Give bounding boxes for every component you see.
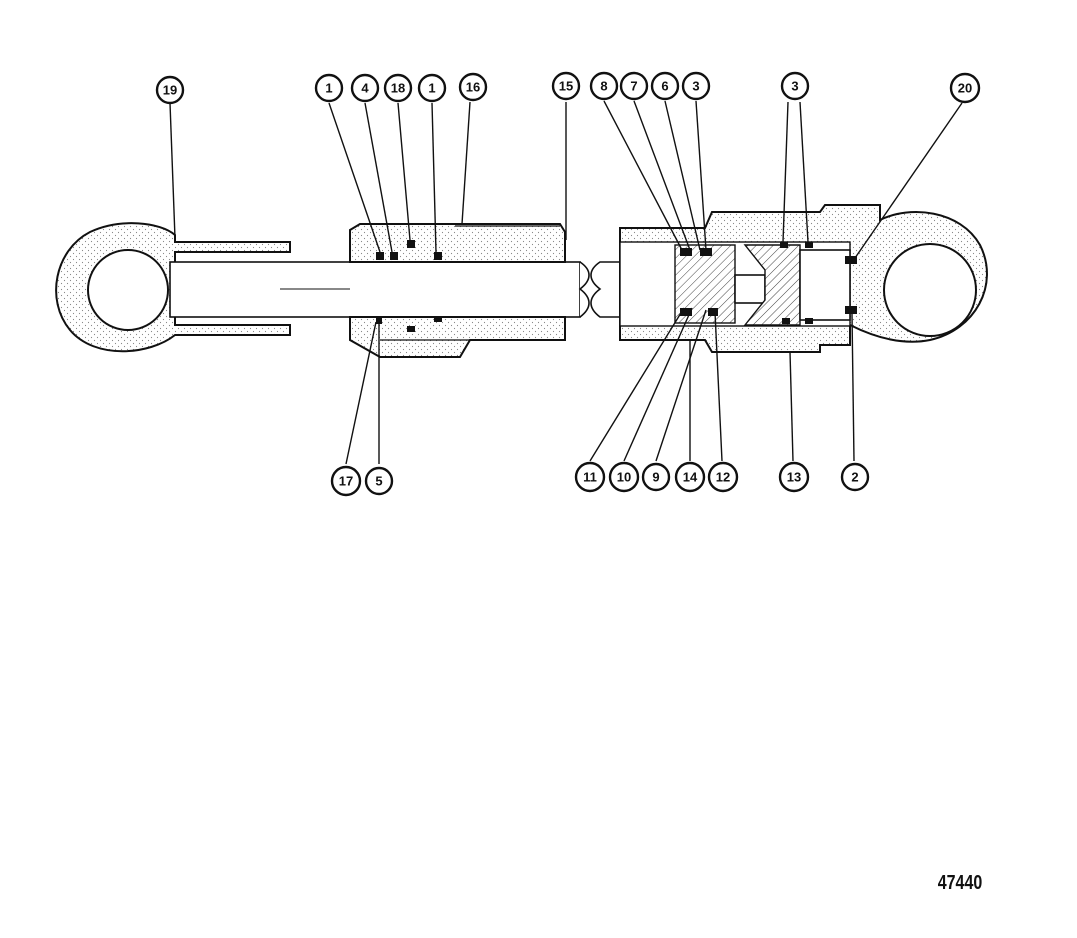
svg-text:1: 1 bbox=[325, 81, 332, 96]
piston-rod bbox=[169, 261, 581, 318]
seal-wiper bbox=[376, 252, 384, 260]
svg-text:5: 5 bbox=[375, 474, 382, 489]
seal-rod bbox=[390, 252, 398, 260]
valve-body bbox=[743, 244, 801, 326]
rod-end-assembly bbox=[55, 222, 590, 358]
callout-10: 10 bbox=[608, 461, 640, 493]
callout-11: 11 bbox=[574, 461, 606, 493]
callout-12: 12 bbox=[707, 461, 739, 493]
svg-text:12: 12 bbox=[716, 470, 730, 485]
callout-16: 16 bbox=[458, 72, 488, 102]
callout-2: 2 bbox=[840, 462, 870, 492]
svg-text:3: 3 bbox=[791, 79, 798, 94]
svg-text:17: 17 bbox=[339, 474, 353, 489]
valve-chamber bbox=[799, 249, 851, 321]
svg-text:1: 1 bbox=[428, 81, 435, 96]
callout-3b: 3 bbox=[780, 71, 810, 101]
callout-20: 20 bbox=[949, 72, 981, 104]
svg-text:7: 7 bbox=[630, 79, 637, 94]
callout-19: 19 bbox=[155, 75, 185, 105]
svg-text:16: 16 bbox=[466, 80, 480, 95]
rod-guide-bottom bbox=[349, 316, 566, 358]
callout-5: 5 bbox=[364, 466, 394, 496]
leader-lines bbox=[169, 100, 963, 465]
svg-text:8: 8 bbox=[600, 79, 607, 94]
svg-text:9: 9 bbox=[652, 470, 659, 485]
callout-4: 4 bbox=[350, 73, 380, 103]
callout-3a: 3 bbox=[681, 71, 711, 101]
callout-7: 7 bbox=[619, 71, 649, 101]
callout-14: 14 bbox=[674, 461, 706, 493]
callout-15: 15 bbox=[551, 71, 581, 101]
seal-guide bbox=[434, 252, 442, 260]
seal-orings bbox=[407, 240, 415, 248]
callouts: 19 1 4 18 1 16 15 8 bbox=[155, 71, 981, 497]
svg-text:11: 11 bbox=[583, 470, 597, 485]
callout-13: 13 bbox=[778, 461, 810, 493]
callout-6: 6 bbox=[650, 71, 680, 101]
callout-18: 18 bbox=[383, 73, 413, 103]
callout-17: 17 bbox=[330, 465, 362, 497]
svg-text:18: 18 bbox=[391, 81, 405, 96]
svg-text:10: 10 bbox=[617, 470, 631, 485]
rod-eye-hole bbox=[87, 249, 169, 331]
rod-guide bbox=[349, 223, 566, 263]
svg-text:20: 20 bbox=[958, 81, 972, 96]
callout-8: 8 bbox=[589, 71, 619, 101]
svg-text:14: 14 bbox=[683, 470, 698, 485]
figure-number: 47440 bbox=[937, 872, 983, 894]
svg-text:13: 13 bbox=[787, 470, 801, 485]
callout-1a: 1 bbox=[314, 73, 344, 103]
svg-text:3: 3 bbox=[692, 79, 699, 94]
cylinder-eye-hole bbox=[883, 243, 977, 337]
cylinder-end-assembly bbox=[590, 204, 988, 353]
svg-text:2: 2 bbox=[851, 470, 858, 485]
svg-text:6: 6 bbox=[661, 79, 668, 94]
svg-text:4: 4 bbox=[361, 81, 369, 96]
callout-1b: 1 bbox=[417, 73, 447, 103]
svg-text:19: 19 bbox=[163, 83, 177, 98]
callout-9: 9 bbox=[641, 462, 671, 492]
piston-nut bbox=[734, 274, 766, 304]
rod-break-left bbox=[578, 261, 590, 318]
svg-text:15: 15 bbox=[559, 79, 573, 94]
